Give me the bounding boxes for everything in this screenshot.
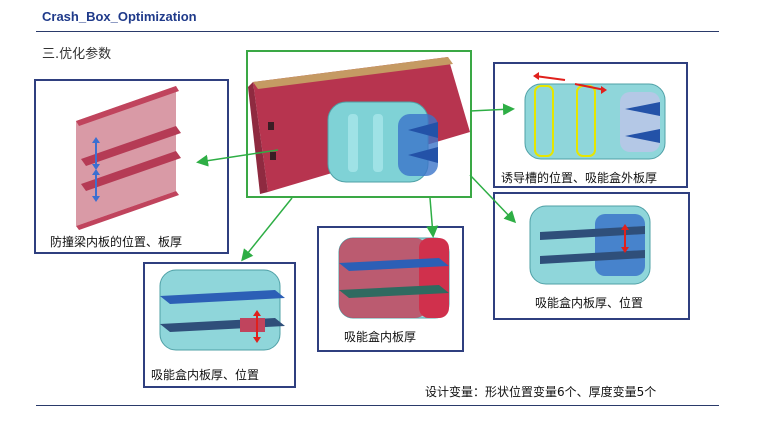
- panel-inner-center-caption: 吸能盒内板厚: [344, 330, 417, 344]
- main-figure: [248, 57, 470, 194]
- header-divider: [36, 31, 719, 32]
- section-heading: 三.优化参数: [42, 47, 112, 62]
- panel-inner-left-caption: 吸能盒内板厚、位置: [151, 368, 260, 382]
- panel-inner-right-caption: 吸能盒内板厚、位置: [535, 296, 644, 310]
- design-variable-summary: 设计变量：形状位置变量6个、厚度变量5个: [425, 385, 657, 399]
- panel-inner-center: 吸能盒内板厚: [317, 226, 464, 352]
- panel-beam: 防撞梁内板的位置、板厚: [34, 79, 229, 254]
- panel-main: [246, 50, 472, 198]
- groove-figure: [524, 72, 666, 160]
- panel-beam-caption: 防撞梁内板的位置、板厚: [50, 235, 183, 249]
- panel-groove-caption: 诱导槽的位置、吸能盒外板厚: [501, 171, 658, 185]
- footer-divider: [36, 405, 719, 406]
- inner-left-figure: [159, 269, 285, 351]
- inner-right-figure: [529, 205, 651, 285]
- panel-inner-right: 吸能盒内板厚、位置: [493, 192, 690, 320]
- beam-figure: [76, 86, 181, 230]
- inner-center-figure: [338, 237, 450, 319]
- panel-inner-left: 吸能盒内板厚、位置: [143, 262, 296, 388]
- arrow-to-inner-left: [241, 197, 293, 262]
- page-title: Crash_Box_Optimization: [42, 9, 197, 24]
- panel-groove: 诱导槽的位置、吸能盒外板厚: [493, 62, 688, 188]
